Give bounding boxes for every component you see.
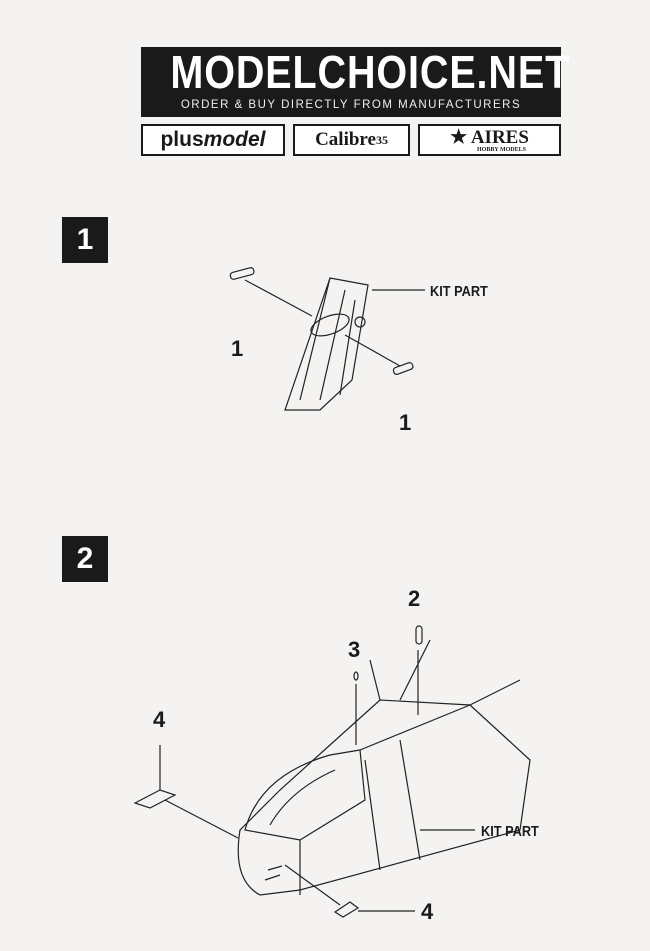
part-label: 2: [408, 586, 421, 611]
leader-line: [284, 864, 415, 912]
logo-text: AIRES: [470, 126, 529, 148]
part-label: 1: [231, 336, 244, 361]
part-label: 4: [153, 707, 166, 732]
tail-fin-drawing: [284, 277, 369, 411]
part-1-photoetch: [392, 362, 414, 375]
aircraft-nose-drawing: [237, 639, 531, 896]
banner-subtitle: ORDER & BUY DIRECTLY FROM MANUFACTURERS: [180, 99, 522, 111]
leader-line: [244, 279, 313, 317]
part-label: 4: [421, 899, 434, 924]
banner-title: MODELCHOICE.NET: [170, 46, 571, 98]
part-1-photoetch: [229, 267, 255, 280]
part-2: [415, 625, 423, 645]
kit-part-label: KIT PART: [481, 823, 539, 840]
kit-part-label: KIT PART: [430, 283, 488, 300]
part-label: 1: [399, 410, 412, 435]
logo-text: Calibre: [315, 129, 376, 150]
modelchoice-banner: MODELCHOICE.NET ORDER & BUY DIRECTLY FRO…: [141, 46, 571, 117]
logo-text: 35: [375, 132, 388, 147]
leader-line: [344, 334, 401, 367]
part-3: [353, 671, 359, 681]
step-2-badge: 2: [62, 536, 108, 582]
logo-text: model: [203, 128, 266, 151]
leader-line: [159, 745, 239, 839]
part-label: 3: [348, 637, 361, 662]
logo-text: HOBBY MODELS: [477, 146, 526, 153]
part-4: [333, 901, 360, 918]
part-4: [133, 789, 177, 809]
logo-text: plus: [160, 128, 204, 151]
step-1-badge: 1: [62, 217, 108, 263]
